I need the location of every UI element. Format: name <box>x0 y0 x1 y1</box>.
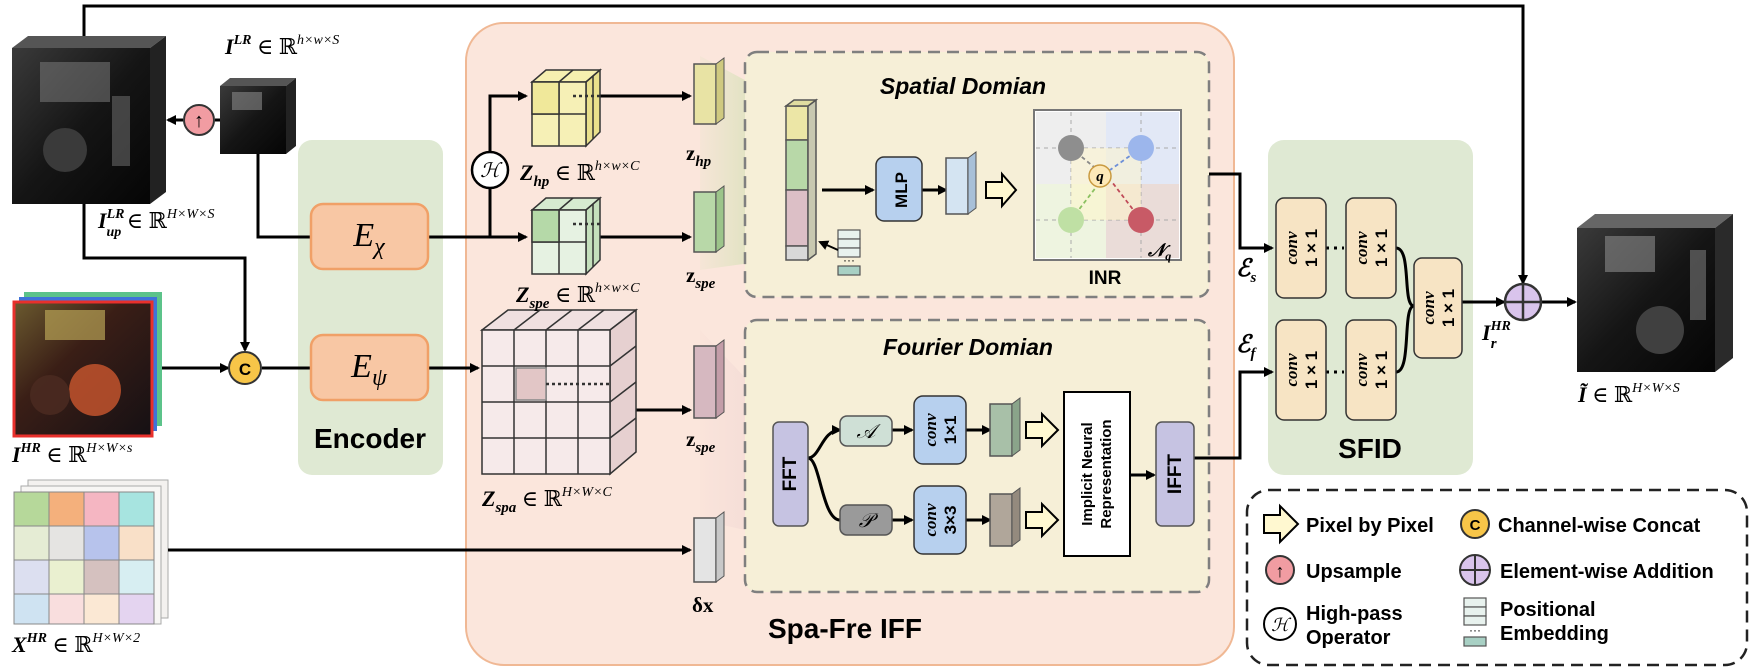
label-delta-x: δx <box>692 593 714 617</box>
legend-add-icon <box>1459 554 1491 586</box>
sfid-conv-5-label: conv1 × 1 <box>1419 289 1458 327</box>
label-z-hp: Zhp ∈ ℝh×w×C <box>519 159 640 190</box>
sfid-conv-2-label: conv1 × 1 <box>1352 229 1391 267</box>
z-spe-cube <box>529 196 603 276</box>
vector-z-spe <box>693 185 725 253</box>
fft-block <box>772 421 809 527</box>
legend-highpass-symbol: ℋ <box>1271 615 1292 635</box>
phase-output-vector <box>989 487 1021 547</box>
label-z-spe: Zspe ∈ ℝh×w×C <box>515 281 640 312</box>
e-chi-block <box>309 202 430 271</box>
vector-delta-x <box>693 511 725 583</box>
pe-dots: ··· <box>843 253 855 267</box>
inr-nq-label: 𝒩q <box>1147 240 1171 263</box>
legend-concat-icon <box>1460 509 1490 539</box>
mlp-label: MLP <box>892 172 911 208</box>
legend-upsample-text: Upsample <box>1306 561 1402 583</box>
pixel-arrow-amp <box>1025 411 1060 449</box>
pe-arrow <box>818 240 839 251</box>
inr-plot <box>1033 109 1182 261</box>
e-psi-label: Eψ <box>350 348 388 391</box>
add-op <box>1503 282 1543 322</box>
legend-highpass-icon <box>1263 607 1297 641</box>
sfid-conv-3-label: conv1 × 1 <box>1282 351 1321 389</box>
label-zvec-hp: zhp <box>686 141 712 170</box>
upsample-op <box>183 104 215 136</box>
label-eps-f: ℰf <box>1236 332 1258 362</box>
amp-output-vector <box>989 397 1021 457</box>
output-hsi-cube <box>1577 214 1733 372</box>
ifft-block <box>1155 421 1195 527</box>
connections <box>82 4 1577 555</box>
z-spa-cube <box>479 308 639 476</box>
label-eps-s: ℰs <box>1236 256 1257 286</box>
ifft-label: IFFT <box>1165 454 1186 494</box>
legend-pe-dots: ··· <box>1469 623 1481 637</box>
highpass-op-symbol: ℋ <box>480 160 503 182</box>
hsi-lr-cube <box>220 78 296 154</box>
conv-1x1-label: conv1×1 <box>921 413 960 447</box>
conv-1x1-block <box>913 395 967 465</box>
e-psi-block <box>309 333 430 402</box>
concat-op <box>228 351 262 385</box>
legend-upsample-icon <box>1265 555 1295 585</box>
implicit-neural-rep-block <box>1063 391 1131 557</box>
vector-z-spe-spa <box>693 339 725 419</box>
pixel-arrow-phase <box>1025 501 1060 539</box>
legend-pixel-icon <box>1263 503 1300 545</box>
z-hp-cube <box>529 68 603 148</box>
sfid-conv-1-label: conv1 × 1 <box>1282 229 1321 267</box>
label-zvec-spe: zspe <box>686 263 716 292</box>
legend-concat-text: Channel-wise Concat <box>1498 515 1701 537</box>
concat-op-symbol: C <box>239 360 251 379</box>
legend-pe-icon <box>1463 597 1487 647</box>
pixel-arrow-spatial <box>985 171 1018 209</box>
concat-feature-stack <box>783 98 819 262</box>
legend-concat-symbol: C <box>1470 517 1481 534</box>
vector-z-hp <box>693 57 725 125</box>
label-zvec-spe-2: zspe <box>686 427 716 456</box>
label-i-hr: IHR ∈ ℝH×W×s <box>11 441 133 467</box>
sfid-conv-4-label: conv1 × 1 <box>1352 351 1391 389</box>
fft-label: FFT <box>780 456 801 491</box>
amplitude-label: 𝒜 <box>857 421 882 443</box>
spatial-domain-title: Spatial Domian <box>880 73 1046 99</box>
encoder-title: Encoder <box>314 423 426 454</box>
spafre-title: Spa-Fre IFF <box>768 613 922 644</box>
conv-3x3-label: conv3×3 <box>921 503 960 537</box>
mlp-output-vector <box>945 151 977 215</box>
upsample-op-symbol: ↑ <box>194 110 204 132</box>
legend-panel <box>1245 488 1749 667</box>
highpass-op <box>470 150 510 190</box>
coordinate-grid <box>13 479 169 625</box>
amplitude-block <box>839 415 893 447</box>
sfid-title: SFID <box>1338 433 1402 464</box>
hsi-upsampled-cube <box>12 36 166 204</box>
legend-pixel-text: Pixel by Pixel <box>1306 515 1434 537</box>
mlp-block <box>875 156 923 222</box>
sfid-conv-blocks <box>1275 197 1463 421</box>
fourier-domain-title: Fourier Domian <box>883 334 1053 360</box>
e-chi-label: Eχ <box>352 217 386 260</box>
positional-embedding <box>837 229 861 276</box>
rgb-hr-image <box>12 292 162 438</box>
inr-title: INR <box>1089 268 1122 289</box>
phase-block <box>839 504 893 536</box>
label-i-lr: ILR ∈ ℝh×w×S <box>224 33 339 59</box>
legend-add-text: Element-wise Addition <box>1500 561 1714 583</box>
label-z-spa: Zspa ∈ ℝH×W×C <box>481 485 613 516</box>
label-x-hr: XHR ∈ ℝH×W×2 <box>11 631 140 657</box>
inr-q-label: q <box>1096 169 1104 185</box>
label-output: Ĩ ∈ ℝH×W×S <box>1577 381 1680 407</box>
conv-3x3-block <box>913 485 967 555</box>
legend-upsample-symbol: ↑ <box>1276 561 1285 581</box>
